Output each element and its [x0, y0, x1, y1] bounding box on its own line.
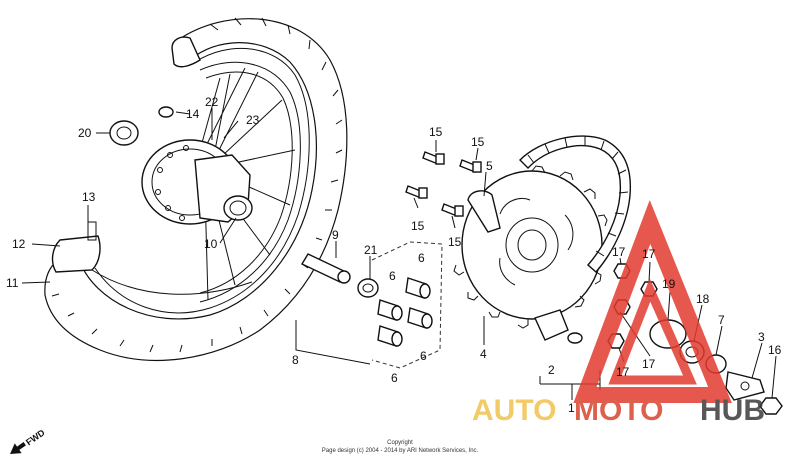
callout-17-b: 17	[642, 247, 656, 261]
callout-1: 1	[568, 401, 575, 415]
callout-7: 7	[718, 313, 725, 327]
copyright-label: Copyright	[387, 440, 413, 446]
forward-direction-indicator: FWD	[10, 427, 47, 454]
callout-19: 19	[662, 277, 676, 291]
callout-6-d: 6	[391, 371, 398, 385]
wheel-bearing	[109, 120, 139, 146]
watermark-triangle-inner	[608, 278, 697, 385]
bearing-21	[357, 278, 379, 298]
callout-17-d: 17	[642, 357, 656, 371]
callout-4: 4	[480, 347, 487, 361]
fwd-label: FWD	[24, 427, 47, 447]
axle-nut-16	[759, 397, 783, 415]
sprocket-studs	[405, 151, 482, 217]
callout-10: 10	[204, 237, 218, 251]
callout-11: 11	[6, 276, 19, 290]
callout-6-c: 6	[420, 349, 427, 363]
callout-17-c: 17	[616, 365, 630, 379]
callout-15-d: 15	[448, 235, 462, 249]
callout-22: 22	[205, 95, 219, 109]
callout-5: 5	[486, 159, 493, 173]
inner-tube-and-rim-band	[51, 221, 253, 295]
callout-12: 12	[12, 237, 26, 251]
callout-labels: 22 14 23 20 13 12 11 10 9 21 8 6 6 6 6 1…	[6, 95, 782, 415]
callout-9: 9	[332, 228, 339, 242]
callout-15-c: 15	[411, 219, 425, 233]
callout-20: 20	[78, 126, 92, 140]
damper-group-outline	[371, 241, 443, 369]
rim-plug	[158, 106, 174, 118]
callout-6-b: 6	[389, 269, 396, 283]
callout-14: 14	[186, 107, 200, 121]
callout-6-a: 6	[418, 251, 425, 265]
callout-13: 13	[82, 190, 96, 204]
rear-hub	[141, 139, 253, 225]
watermark-hub: HUB	[700, 394, 765, 427]
callout-8: 8	[292, 353, 299, 367]
chain-joint	[534, 309, 583, 344]
callout-17-a: 17	[612, 245, 626, 259]
final-driven-sprocket	[453, 165, 610, 329]
sprocket-spacer	[467, 190, 501, 233]
axle-collar	[301, 253, 351, 284]
watermark-auto: AUTO	[472, 394, 556, 427]
callout-15-a: 15	[429, 125, 443, 139]
rim	[199, 61, 301, 303]
callout-21: 21	[364, 243, 378, 257]
chain-adjuster-3	[725, 371, 765, 401]
callout-2: 2	[548, 363, 555, 377]
copyright-notice: Page design (c) 2004 - 2014 by ARI Netwo…	[322, 448, 479, 454]
drive-chain	[519, 135, 632, 273]
callout-16: 16	[768, 343, 782, 357]
automotohub-watermark: AUTO MOTO HUB	[472, 199, 765, 427]
callout-23: 23	[246, 113, 260, 127]
watermark-moto: MOTO	[574, 394, 663, 427]
rear-tire	[44, 17, 348, 362]
callout-3: 3	[758, 330, 765, 344]
forward-arrow-icon	[10, 442, 26, 454]
callout-18: 18	[696, 292, 710, 306]
watermark-triangle-outer	[573, 199, 732, 403]
wheel-dampers	[377, 277, 433, 347]
callout-15-b: 15	[471, 135, 485, 149]
group-bracket-1-2	[539, 370, 601, 400]
